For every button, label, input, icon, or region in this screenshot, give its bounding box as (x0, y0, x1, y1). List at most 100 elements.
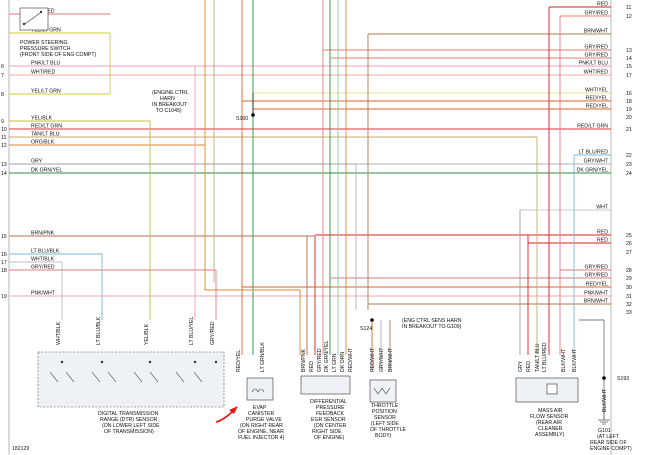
dpfe-sensor-box (300, 375, 351, 395)
right-wire-number-12: 22 (626, 153, 632, 159)
left-wire-number-5: 9 (1, 119, 4, 125)
evap-pin-label-0: RED/YEL (236, 350, 242, 372)
ps-switch-line-2: PRESSURE SWITCH (20, 46, 71, 52)
annotation-arrowhead (229, 406, 238, 414)
dtr-line-3: (ON LOWER LEFT SIDE (102, 423, 160, 429)
maf-line-5: ASSEMBLY) (535, 432, 565, 438)
dtr-pin-label-3: LT BLU/YEL (189, 317, 195, 345)
right-wire-number-11: 21 (626, 127, 632, 133)
harn-note-line-4: TO C1045) (156, 108, 182, 114)
right-wire-number-9: 19 (626, 107, 632, 113)
left-wire-number-15: 19 (1, 294, 7, 300)
right-wire-label-17: RED (597, 238, 608, 244)
evap-line-5: OF ENGINE, NEAR (238, 429, 284, 435)
dpfe-pin-label-0: BRN/PNK (301, 348, 307, 372)
left-wire-label-5: YEL/BLK (31, 116, 53, 122)
right-wire-number-5: 15 (626, 64, 632, 70)
evap-line-6: FUEL INJECTOR 4) (238, 435, 285, 441)
evap-line-4: (ON RIGHT REAR (240, 423, 283, 429)
splice-s160-dot (251, 113, 255, 117)
left-wire-label-13: WHT/BLK (31, 257, 55, 263)
left-wire-label-12: LT BLU/BLK (31, 249, 60, 255)
right-wire-label-6: WHT/RED (584, 70, 608, 76)
dpfe-line-4: EGR SENSOR (311, 417, 346, 423)
harn-note-line-3: IN BREAKOUT (152, 102, 188, 108)
evap-line-3: PURGE VALVE (246, 417, 282, 423)
tp-line-1: THROTTLE (371, 403, 399, 409)
left-wire-label-9: GRY (31, 159, 43, 165)
right-wire-label-9: RED/YEL (586, 104, 608, 110)
right-wire-label-12: LT BLU/RED (578, 150, 608, 156)
dpfe-line-1: DIFFERENTIAL (310, 399, 347, 405)
dpfe-line-3: FEEDBACK (316, 411, 345, 417)
maf-pin-label-1: RED (526, 361, 532, 372)
tp-sensor-box (369, 379, 397, 403)
evap-line-2: CANISTER (248, 411, 274, 417)
right-wire-label-23: BRN/WHT (584, 299, 609, 305)
tp-line-5: OF THROTTLE (370, 427, 406, 433)
dtr-pin-label-2: YEL/BLK (144, 323, 150, 345)
tp-pin-label-1: GRY/WHT (379, 347, 385, 372)
right-wire-number-17: 26 (626, 241, 632, 247)
left-wire-number-8: 12 (1, 143, 7, 149)
ps-switch-line-1: POWER STEERING (20, 40, 68, 46)
right-wire-label-2: BRN/WHT (584, 29, 609, 35)
maf-line-2: FLOW SENSOR (530, 414, 569, 420)
maf-pin-label-2: TAN/LT BLU (535, 343, 541, 372)
dtr-line-1: DIGITAL TRANSMISSION (98, 411, 159, 417)
dpfe-pin-label-6: RED/WHT (348, 347, 354, 372)
figure-id: 182129 (12, 446, 29, 452)
right-wire-number-21: 30 (626, 285, 632, 291)
left-wire-label-3: WHT/RED (31, 70, 55, 76)
right-wire-number-18: 27 (626, 250, 632, 256)
left-wire-number-10: 14 (1, 171, 7, 177)
right-wire-label-5: PNK/LT BLU (579, 61, 608, 67)
ground-line-4: ENGINE COMPT) (590, 446, 632, 452)
maf-sensor-box (515, 377, 579, 403)
left-wire-label-11: BRN/PNK (31, 231, 55, 237)
right-wire-number-24: 33 (626, 310, 632, 316)
right-wire-number-1: 12 (626, 14, 632, 20)
ground-line-2: (AT LEFT (597, 434, 620, 440)
power-steering-switch (19, 7, 49, 31)
eng-ctrl-note-line-1: (ENG CTRL SENS HARN (402, 318, 462, 324)
right-wire-number-10: 20 (626, 115, 632, 121)
maf-line-3: (REAR AIR (536, 420, 562, 426)
dpfe-pin-label-5: DK ORN (340, 352, 346, 372)
left-wire-number-6: 10 (1, 127, 7, 133)
right-wire-label-1: GRY/RED (584, 11, 608, 17)
right-wire-number-14: 24 (626, 171, 632, 177)
dpfe-pin-label-1: RED (309, 361, 315, 372)
dtr-sensor-box (37, 351, 225, 408)
left-wire-label-10: DK GRN/YEL (31, 168, 63, 174)
evap-pin-label-1: LT GRN/BLK (260, 342, 266, 372)
left-wire-number-7: 11 (1, 135, 6, 141)
dpfe-pin-label-2: GRY/RED (317, 348, 323, 372)
tp-line-2: POSITION (372, 409, 397, 415)
maf-pin-label-5: BLK/WHT (572, 348, 578, 372)
ps-switch-line-3: (FRONT SIDE OF ENG COMPT) (20, 52, 97, 58)
left-wire-number-4: 8 (1, 92, 4, 98)
left-wire-number-9: 13 (1, 162, 7, 168)
tp-pin-label-0: RED/WHT (370, 347, 376, 372)
ground-line-1: G101 (598, 428, 611, 434)
ground-wire-label: BLK/WHT (602, 388, 608, 412)
maf-line-1: MASS AIR (538, 408, 563, 414)
right-wire-label-3: GRY/RED (584, 45, 608, 51)
left-wire-label-15: PNK/WHT (31, 291, 56, 297)
right-wire-number-23: 32 (626, 302, 632, 308)
left-wire-label-6: RED/LT GRN (31, 124, 62, 130)
right-wire-number-19: 28 (626, 268, 632, 274)
splice-s160-label: S160 (236, 116, 248, 122)
left-wire-number-3: 7 (1, 73, 4, 79)
right-wire-label-19: GRY/RED (584, 265, 608, 271)
right-wire-number-8: 18 (626, 99, 632, 105)
label-group: POWER STEERING PRESSURE SWITCH (FRONT SI… (12, 40, 632, 452)
right-wire-label-15: WHT (596, 205, 609, 211)
splice-s124-label: S124 (360, 326, 372, 332)
right-wire-number-7: 16 (626, 91, 632, 97)
dpfe-pin-label-3: DK GRN/YEL (324, 340, 330, 372)
maf-line-4: CLEANER (538, 426, 563, 432)
